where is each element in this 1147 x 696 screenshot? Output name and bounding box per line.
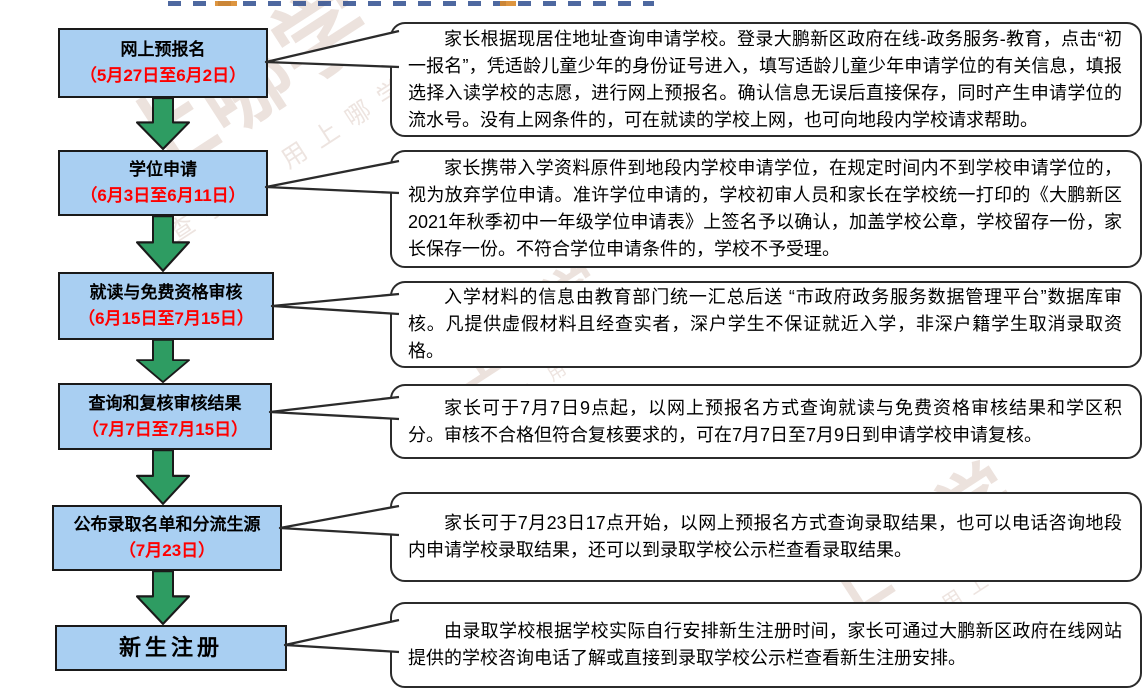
callout-text: 由录取学校根据学校实际自行安排新生注册时间，家长可通过大鹏新区政府在线网站提供的… [408,621,1122,668]
step-title: 学位申请 [129,160,197,180]
flow-step-box-degree-application: 学位申请 （6月3日至6月11日） [58,150,268,216]
step-date: （6月3日至6月11日） [80,186,246,206]
flow-step-box-publish-admission-list: 公布录取名单和分流生源 （7月23日） [52,505,282,571]
flow-arrow-down-icon [136,97,190,150]
step-title: 网上预报名 [120,40,206,60]
callout-online-preregistration: 家长根据现居住地址查询申请学校。登录大鹏新区政府在线-政务服务-教育，点击“初一… [390,22,1142,137]
callout-query-review-results: 家长可于7月7日9点起，以网上预报名方式查询就读与免费资格审核结果和学区积分。审… [390,384,1142,459]
step-title: 查询和复核审核结果 [88,393,242,413]
step-date: （7月23日） [118,541,216,561]
clipped-title-highlight [215,1,237,6]
clipped-title-glyph-bottoms [168,1,654,6]
callout-degree-application: 家长携带入学资料原件到地段内学校申请学位，在规定时间内不到学校申请学位的，视为放… [390,150,1142,268]
flow-arrow-down-icon [136,449,190,505]
flow-step-box-eligibility-review: 就读与免费资格审核 （6月15日至7月15日） [58,272,274,340]
flow-step-box-freshman-registration: 新生注册 [55,625,287,671]
callout-text: 家长可于7月7日9点起，以网上预报名方式查询就读与免费资格审核结果和学区积分。审… [408,397,1122,445]
flow-arrow-down-icon [136,215,190,272]
clipped-title-highlight [500,1,516,6]
callout-text: 家长携带入学资料原件到地段内学校申请学位，在规定时间内不到学校申请学位的，视为放… [408,158,1122,259]
step-date: （7月7日至7月15日） [81,419,249,439]
flow-step-box-online-preregistration: 网上预报名 （5月27日至6月2日） [58,28,268,98]
callout-text: 入学材料的信息由教育部门统一汇总后送 “市政府政务服务数据管理平台”数据库审核。… [408,287,1122,361]
flow-arrow-down-icon [136,339,190,383]
step-date: （6月15日至7月15日） [78,309,254,329]
flow-step-box-query-review-results: 查询和复核审核结果 （7月7日至7月15日） [58,383,272,450]
callout-eligibility-review: 入学材料的信息由教育部门统一汇总后送 “市政府政务服务数据管理平台”数据库审核。… [390,281,1142,368]
step-title: 公布录取名单和分流生源 [73,515,261,535]
callout-text: 家长根据现居住地址查询申请学校。登录大鹏新区政府在线-政务服务-教育，点击“初一… [408,28,1122,130]
step-date: （5月27日至6月2日） [79,66,247,86]
step-title: 就读与免费资格审核 [89,283,243,303]
step-title: 新生注册 [118,635,223,661]
clipped-title-fragment [168,0,654,7]
flow-arrow-down-icon [136,570,190,625]
callout-publish-admission-list: 家长可于7月23日17点开始，以网上预报名方式查询录取结果，也可以电话咨询地段内… [390,492,1142,582]
callout-freshman-registration: 由录取学校根据学校实际自行安排新生注册时间，家长可通过大鹏新区政府在线网站提供的… [390,602,1142,688]
callout-text: 家长可于7月23日17点开始，以网上预报名方式查询录取结果，也可以电话咨询地段内… [408,513,1122,560]
